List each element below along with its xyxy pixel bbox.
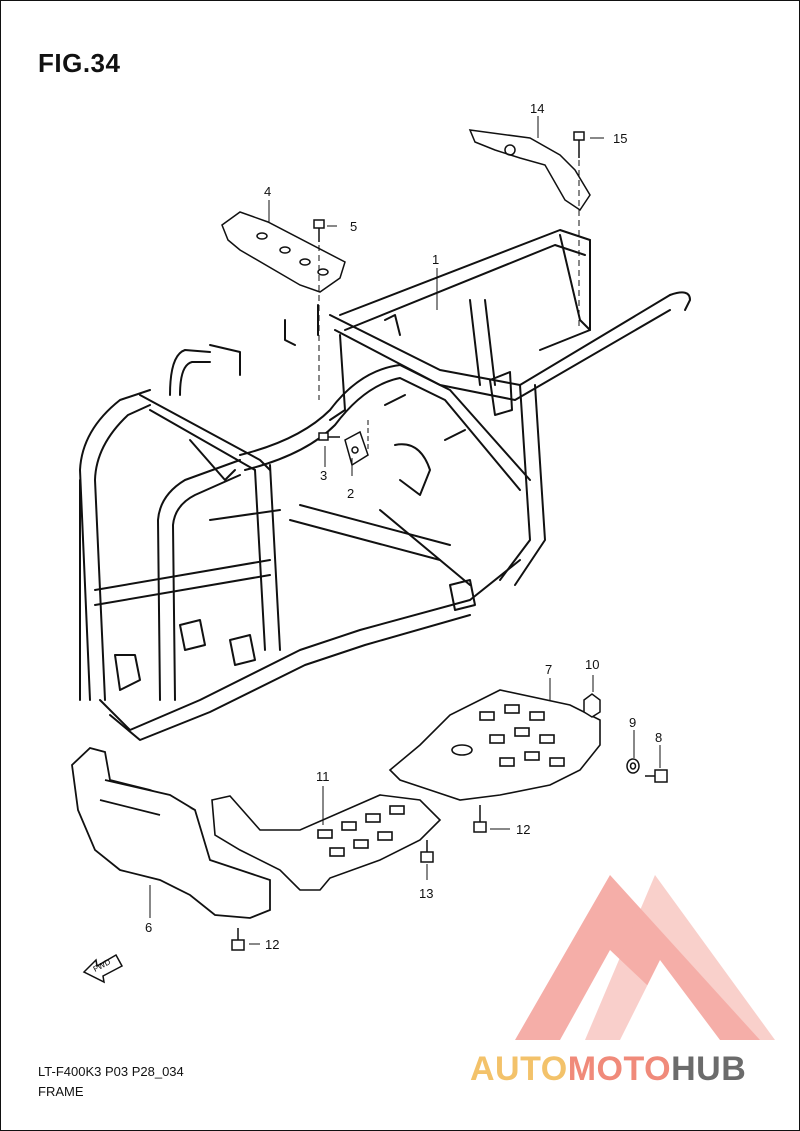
callout-part-14: 14 — [530, 101, 545, 116]
watermark-part-auto: AUTO — [470, 1050, 568, 1088]
callout-leaders — [149, 116, 661, 945]
part-12-bolt-front — [231, 928, 245, 951]
frame-assembly — [79, 229, 691, 741]
callout-part-6: 6 — [145, 920, 153, 935]
callout-part-4: 4 — [264, 184, 272, 199]
callout-part-12-rear: 12 — [516, 822, 531, 837]
part-3-bolt — [318, 432, 340, 441]
callout-part-1: 1 — [432, 252, 440, 267]
part-11-skid-plate — [211, 794, 442, 891]
callout-part-10: 10 — [585, 657, 600, 672]
part-13-bolt — [420, 840, 434, 863]
callout-part-3: 3 — [320, 468, 328, 483]
part-2-bracket — [344, 420, 369, 467]
part-12-bolt-rear — [473, 805, 487, 833]
drawing-code: LT-F400K3 P03 P28_034 — [38, 1064, 184, 1079]
part-10-nut — [583, 693, 601, 718]
forward-arrow-icon: FWD — [82, 953, 124, 984]
watermark-logo — [515, 875, 775, 1040]
callout-part-9: 9 — [629, 715, 637, 730]
part-7-skid-plate — [388, 689, 601, 801]
part-4-mount-plate — [221, 211, 346, 293]
part-6-front-guard — [71, 747, 271, 919]
callout-part-15: 15 — [613, 131, 628, 146]
part-5-bolt — [313, 219, 325, 400]
part-9-washer — [626, 758, 640, 774]
part-14-rear-bracket — [468, 129, 591, 212]
callout-part-5: 5 — [350, 219, 358, 234]
part-8-bolt — [645, 769, 668, 783]
callout-part-2: 2 — [347, 486, 355, 501]
callout-part-8: 8 — [655, 730, 663, 745]
callout-part-12-front: 12 — [265, 937, 280, 952]
callout-part-7: 7 — [545, 662, 553, 677]
watermark-part-hub: HUB — [671, 1050, 747, 1088]
part-15-bolt — [573, 131, 585, 330]
callout-part-13: 13 — [419, 886, 434, 901]
watermark-part-moto: MOTO — [567, 1050, 672, 1088]
callout-part-11: 11 — [316, 769, 330, 784]
figure-caption: FRAME — [38, 1084, 84, 1099]
figure-title: FIG.34 — [38, 48, 121, 78]
watermark-text: AUTOMOTOHUB — [470, 1050, 746, 1089]
